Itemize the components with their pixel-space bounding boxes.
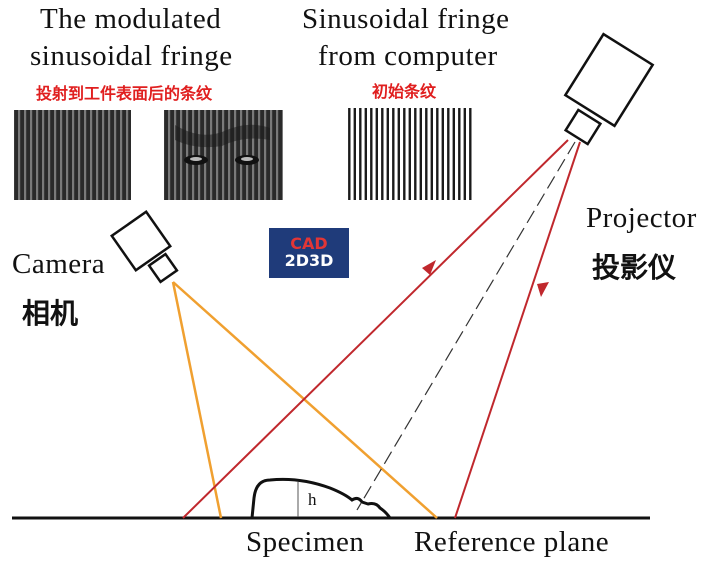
reference-plane-label: Reference plane xyxy=(414,526,610,558)
computer-title-cn: 初始条纹 xyxy=(372,82,437,101)
specimen-label: Specimen xyxy=(246,526,365,558)
camera-label-en: Camera xyxy=(12,248,106,280)
logo-line1: CAD xyxy=(290,234,328,253)
camera-ray-right xyxy=(172,281,438,519)
camera-label-cn: 相机 xyxy=(22,297,79,330)
height-label: h xyxy=(308,490,317,509)
fringe-image-modulated-plain xyxy=(14,110,131,200)
modulated-title-line1: The modulated xyxy=(40,3,222,35)
projector-device-icon xyxy=(563,32,655,146)
cad-2d3d-logo: CAD 2D3D xyxy=(269,228,349,278)
computer-title-line1: Sinusoidal fringe xyxy=(302,3,510,35)
projector-ray-right xyxy=(454,141,581,519)
computer-title-line2: from computer xyxy=(318,40,498,72)
fringe-image-modulated-face xyxy=(164,110,283,200)
camera-ray-left xyxy=(171,281,223,519)
arrow-left-icon xyxy=(422,260,436,275)
camera-device-icon xyxy=(110,210,179,284)
projector-ray-left xyxy=(182,139,569,519)
projector-axis-dashed xyxy=(356,141,576,511)
logo-line2: 2D3D xyxy=(284,251,334,270)
projector-label-en: Projector xyxy=(586,202,697,234)
modulated-title-cn: 投射到工件表面后的条纹 xyxy=(36,84,213,103)
modulated-title-line2: sinusoidal fringe xyxy=(30,40,233,72)
specimen-shape xyxy=(250,477,392,519)
projector-label-cn: 投影仪 xyxy=(592,251,677,284)
fringe-image-computer xyxy=(347,108,474,200)
arrow-right-icon xyxy=(537,282,549,297)
